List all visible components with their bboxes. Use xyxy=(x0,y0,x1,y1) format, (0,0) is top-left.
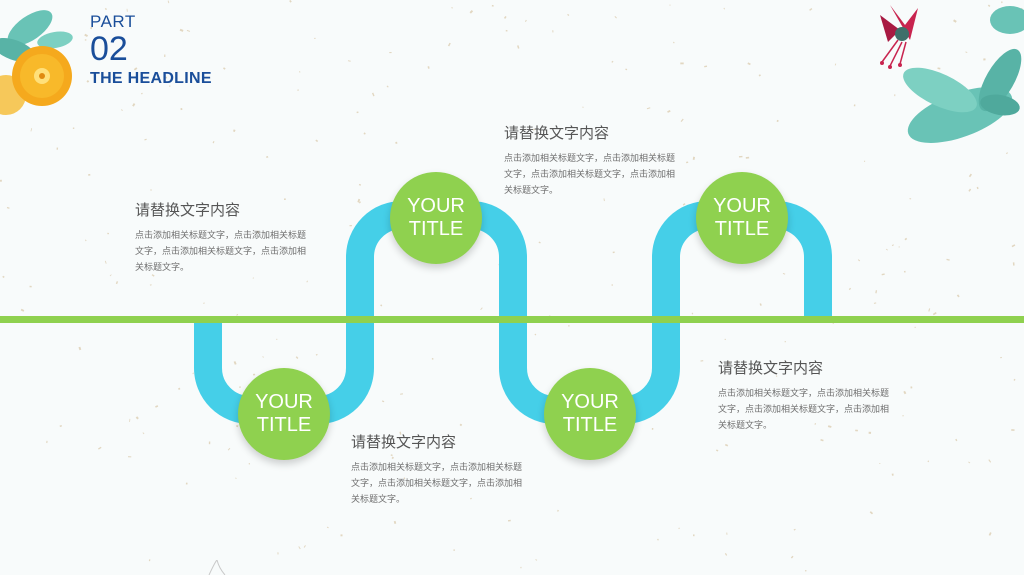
section-header: PART 02 THE HEADLINE xyxy=(90,12,212,88)
text-block-1: 请替换文字内容 点击添加相关标题文字，点击添加相关标题文字，点击添加相关标题文字… xyxy=(135,199,310,276)
flower-decoration-top-left xyxy=(0,10,73,115)
part-label: PART xyxy=(90,12,136,31)
node-line-2: TITLE xyxy=(714,218,770,240)
baseline xyxy=(0,316,1024,323)
text-block-desc: 点击添加相关标题文字，点击添加相关标题文字，点击添加相关标题文字，点击添加相关标… xyxy=(504,154,676,196)
text-block-desc: 点击添加相关标题文字，点击添加相关标题文字，点击添加相关标题文字，点击添加相关标… xyxy=(718,389,890,431)
node-line-2: TITLE xyxy=(408,218,464,240)
text-block-title: 请替换文字内容 xyxy=(135,201,241,219)
text-block-4: 请替换文字内容 点击添加相关标题文字，点击添加相关标题文字，点击添加相关标题文字… xyxy=(718,357,893,434)
text-block-title: 请替换文字内容 xyxy=(351,433,457,451)
text-block-title: 请替换文字内容 xyxy=(504,124,610,142)
timeline-pipe xyxy=(194,201,832,424)
text-block-title: 请替换文字内容 xyxy=(718,359,824,377)
part-number: 02 xyxy=(90,30,128,68)
timeline-node-4[interactable]: YOUR TITLE xyxy=(696,172,788,264)
headline: THE HEADLINE xyxy=(90,70,212,87)
node-line-1: YOUR xyxy=(255,391,313,413)
timeline-node-3[interactable]: YOUR TITLE xyxy=(544,368,636,460)
text-block-desc: 点击添加相关标题文字，点击添加相关标题文字，点击添加相关标题文字，点击添加相关标… xyxy=(135,231,307,273)
leaf-outline-decoration xyxy=(208,560,226,575)
timeline-node-1[interactable]: YOUR TITLE xyxy=(238,368,330,460)
text-block-2: 请替换文字内容 点击添加相关标题文字，点击添加相关标题文字，点击添加相关标题文字… xyxy=(504,122,679,199)
flower-decoration-top-right xyxy=(880,5,1024,143)
node-line-2: TITLE xyxy=(256,414,312,436)
node-line-1: YOUR xyxy=(561,391,619,413)
node-line-2: TITLE xyxy=(562,414,618,436)
text-block-3: 请替换文字内容 点击添加相关标题文字，点击添加相关标题文字，点击添加相关标题文字… xyxy=(351,431,526,508)
node-line-1: YOUR xyxy=(407,195,465,217)
timeline-node-2[interactable]: YOUR TITLE xyxy=(390,172,482,264)
text-block-desc: 点击添加相关标题文字，点击添加相关标题文字，点击添加相关标题文字，点击添加相关标… xyxy=(351,463,523,505)
node-line-1: YOUR xyxy=(713,195,771,217)
